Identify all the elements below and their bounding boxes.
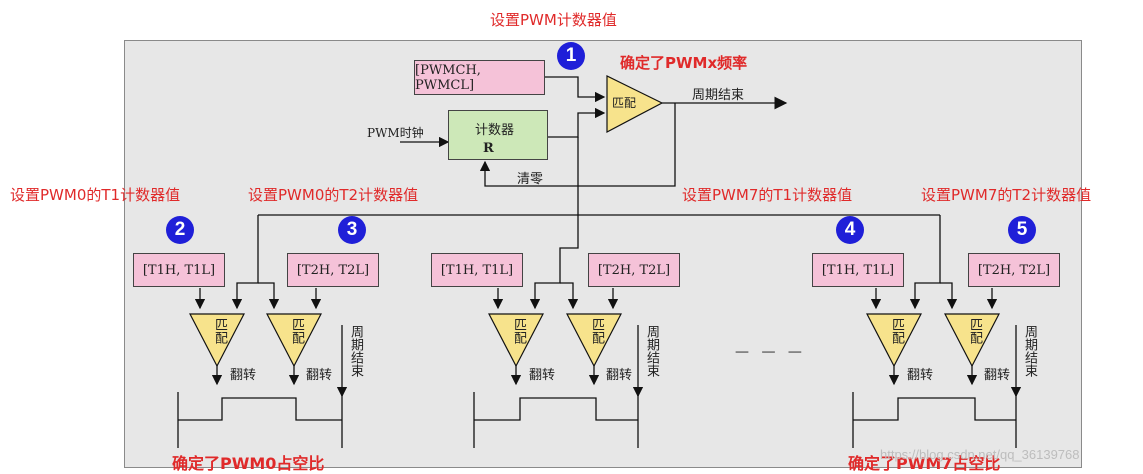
clear-label: 清零 — [517, 172, 544, 187]
t2-pwm0-caption: 设置PWM0的T2计数器值 — [248, 186, 419, 204]
counter-reset-label: R — [483, 141, 494, 156]
period-end-label: 周期结束 — [1022, 325, 1037, 377]
t1-pwm7-caption: 设置PWM7的T1计数器值 — [682, 186, 853, 204]
flip-label: 翻转 — [606, 368, 633, 383]
t1-label: [T1H, T1L] — [142, 262, 216, 278]
step-badge-2: 2 — [166, 216, 194, 244]
t2-label: [T2H, T2L] — [597, 262, 671, 278]
clock-label: PWM时钟 — [367, 126, 424, 140]
t2-register-pwm7: [T2H, T2L] — [968, 253, 1060, 287]
freq-caption: 确定了PWMx频率 — [620, 54, 748, 72]
t1-register-pwm7: [T1H, T1L] — [812, 253, 904, 287]
t2-label: [T2H, T2L] — [296, 262, 370, 278]
t2-pwm7-caption: 设置PWM7的T2计数器值 — [921, 186, 1092, 204]
flip-label: 翻转 — [907, 368, 934, 383]
flip-label: 翻转 — [306, 368, 333, 383]
match-label: 匹配 — [967, 318, 982, 344]
t1-label: [T1H, T1L] — [821, 262, 895, 278]
period-end-label-top: 周期结束 — [692, 88, 745, 103]
t1-register-mid: [T1H, T1L] — [431, 253, 523, 287]
t1-label: [T1H, T1L] — [440, 262, 514, 278]
match-label: 匹配 — [889, 318, 904, 344]
t2-register-pwm0: [T2H, T2L] — [287, 253, 379, 287]
step-badge-4: 4 — [836, 216, 864, 244]
top-title: 设置PWM计数器值 — [490, 11, 617, 29]
flip-label: 翻转 — [230, 368, 257, 383]
match-label: 匹配 — [511, 318, 526, 344]
t1-pwm0-caption: 设置PWM0的T1计数器值 — [10, 186, 181, 204]
counter-block: 计数器 R — [448, 110, 548, 160]
pwmch-register: [PWMCH, PWMCL] — [414, 60, 545, 95]
period-end-label: 周期结束 — [644, 325, 659, 377]
t1-register-pwm0: [T1H, T1L] — [133, 253, 225, 287]
period-end-label: 周期结束 — [348, 325, 363, 377]
ellipsis-separator: — — — — [735, 344, 806, 360]
counter-label: 计数器 — [475, 123, 515, 138]
match-label: 匹配 — [589, 318, 604, 344]
t2-label: [T2H, T2L] — [977, 262, 1051, 278]
step-badge-1: 1 — [557, 42, 585, 70]
match-label-top: 匹配 — [612, 96, 637, 110]
match-label: 匹配 — [289, 318, 304, 344]
duty0-caption: 确定了PWM0占空比 — [172, 454, 325, 473]
flip-label: 翻转 — [984, 368, 1011, 383]
t2-register-mid: [T2H, T2L] — [588, 253, 680, 287]
flip-label: 翻转 — [529, 368, 556, 383]
step-badge-3: 3 — [338, 216, 366, 244]
match-label: 匹配 — [212, 318, 227, 344]
watermark: https://blog.csdn.net/qq_36139768 — [880, 447, 1080, 462]
pwmch-label: [PWMCH, PWMCL] — [415, 62, 481, 93]
step-badge-5: 5 — [1008, 216, 1036, 244]
duty7-caption: 确定了PWM7占空比 — [848, 454, 1001, 473]
